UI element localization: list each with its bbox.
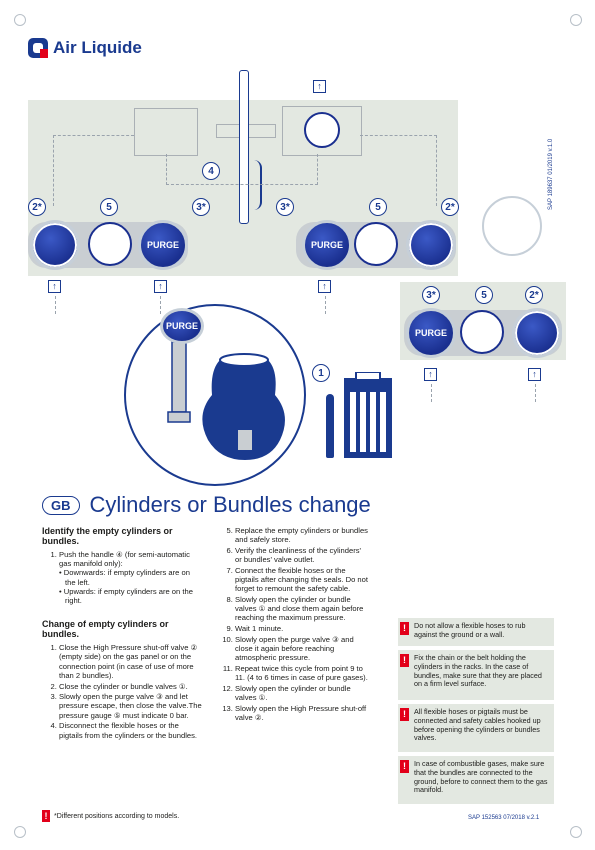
bullet-text: • Downwards: if empty cylinders are on t… — [59, 568, 190, 587]
marker-2: 2* — [525, 286, 543, 304]
instruction-step: Slowly open the purge valve ③ and let pr… — [59, 692, 202, 720]
instructions-column-1: Identify the empty cylinders or bundles.… — [42, 526, 202, 741]
instruction-step: Verify the cleanliness of the cylinders'… — [235, 546, 368, 564]
brand-logo: Air Liquide — [28, 38, 142, 58]
instruction-step: Slowly open the purge valve ③ and close … — [235, 635, 368, 663]
dashed-connector — [325, 296, 326, 314]
instructions-column-2: Replace the empty cylinders or bundles a… — [218, 526, 368, 724]
corner-mark — [570, 826, 582, 838]
warning-box: ! Do not allow a flexible hoses to rub a… — [398, 618, 554, 646]
corner-mark — [14, 14, 26, 26]
section-heading: GB Cylinders or Bundles change — [42, 492, 371, 518]
marker-1: 1 — [312, 364, 330, 382]
air-liquide-logo-icon — [28, 38, 48, 58]
pressure-gauge-icon — [460, 310, 504, 354]
side-code: SAP 189637 01/2019 v.1.0 — [548, 138, 554, 210]
handle-arrow-icon — [254, 160, 262, 210]
bundle-connection-illustration — [124, 304, 306, 486]
instruction-step: Disconnect the flexible hoses or the pig… — [59, 721, 202, 739]
shutoff-valve-knob — [512, 308, 562, 358]
outlet-arrow-icon: ↑ — [48, 280, 61, 293]
marker-3: 3* — [192, 198, 210, 216]
bundle-rack-icon — [344, 372, 392, 458]
piping-line — [360, 135, 437, 206]
warning-box: ! All flexible hoses or pigtails must be… — [398, 704, 554, 752]
piping-line — [166, 154, 318, 185]
warning-box: ! Fix the chain or the belt holding the … — [398, 650, 554, 700]
pressure-gauge-icon — [482, 196, 542, 256]
brand-name: Air Liquide — [53, 38, 142, 57]
outlet-arrow-icon: ↑ — [424, 368, 437, 381]
warning-icon: ! — [400, 654, 409, 667]
warning-icon: ! — [400, 760, 409, 773]
purge-valve: PURGE — [138, 220, 188, 270]
piping-line — [53, 135, 134, 206]
outlet-arrow-icon: ↑ — [528, 368, 541, 381]
marker-3: 3* — [276, 198, 294, 216]
instruction-step: Push the handle ④ (for semi-automatic ga… — [59, 550, 202, 605]
outlet-arrow-icon: ↑ — [313, 80, 326, 93]
gas-cylinder-icon — [326, 394, 334, 458]
marker-5: 5 — [100, 198, 118, 216]
pressure-gauge-icon — [304, 112, 340, 148]
warning-icon: ! — [42, 810, 50, 822]
purge-valve: PURGE — [406, 308, 456, 358]
marker-5: 5 — [369, 198, 387, 216]
warning-box: ! In case of combustible gases, make sur… — [398, 756, 554, 804]
footnote: ! *Different positions according to mode… — [42, 810, 179, 822]
section-title: Identify the empty cylinders or bundles. — [42, 526, 173, 546]
corner-mark — [570, 14, 582, 26]
marker-2: 2* — [441, 198, 459, 216]
instruction-step: Slowly open the cylinder or bundle valve… — [235, 684, 368, 702]
instruction-step: Close the High Pressure shut-off valve ②… — [59, 643, 202, 680]
outlet-arrow-icon: ↑ — [154, 280, 167, 293]
footer-code: SAP 152563 07/2018 v.2.1 — [468, 815, 540, 821]
marker-5: 5 — [475, 286, 493, 304]
instruction-step: Slowly open the cylinder or bundle valve… — [235, 595, 368, 623]
section-title: Change of empty cylinders or bundles. — [42, 619, 169, 640]
marker-4: 4 — [202, 162, 220, 180]
marker-3: 3* — [422, 286, 440, 304]
purge-valve: PURGE — [160, 308, 204, 344]
instruction-step: Connect the flexible hoses or the pigtai… — [235, 566, 368, 594]
instruction-step: Replace the empty cylinders or bundles a… — [235, 526, 368, 544]
shutoff-valve-knob — [30, 220, 80, 270]
warning-icon: ! — [400, 708, 409, 721]
manifold-handle — [239, 70, 249, 224]
dashed-connector — [431, 384, 432, 402]
warning-icon: ! — [400, 622, 409, 635]
dashed-connector — [160, 296, 161, 314]
bullet-text: • Upwards: if empty cylinders are on the… — [59, 586, 193, 606]
instruction-step: Repeat twice this cycle from point 9 to … — [235, 664, 368, 682]
page-title: Cylinders or Bundles change — [89, 492, 371, 517]
marker-2: 2* — [28, 198, 46, 216]
instruction-step: Close the cylinder or bundle valves ①. — [59, 682, 202, 691]
pressure-gauge-icon — [354, 222, 398, 266]
shutoff-valve-knob — [406, 220, 456, 270]
outlet-arrow-icon: ↑ — [318, 280, 331, 293]
purge-valve: PURGE — [302, 220, 352, 270]
dashed-connector — [55, 296, 56, 314]
instruction-step: Wait 1 minute. — [235, 624, 368, 633]
language-badge: GB — [42, 495, 80, 515]
pressure-gauge-icon — [88, 222, 132, 266]
dashed-connector — [535, 384, 536, 402]
instruction-step: Slowly open the High Pressure shut-off v… — [235, 704, 368, 722]
regulator-box-left — [134, 108, 198, 156]
corner-mark — [14, 826, 26, 838]
